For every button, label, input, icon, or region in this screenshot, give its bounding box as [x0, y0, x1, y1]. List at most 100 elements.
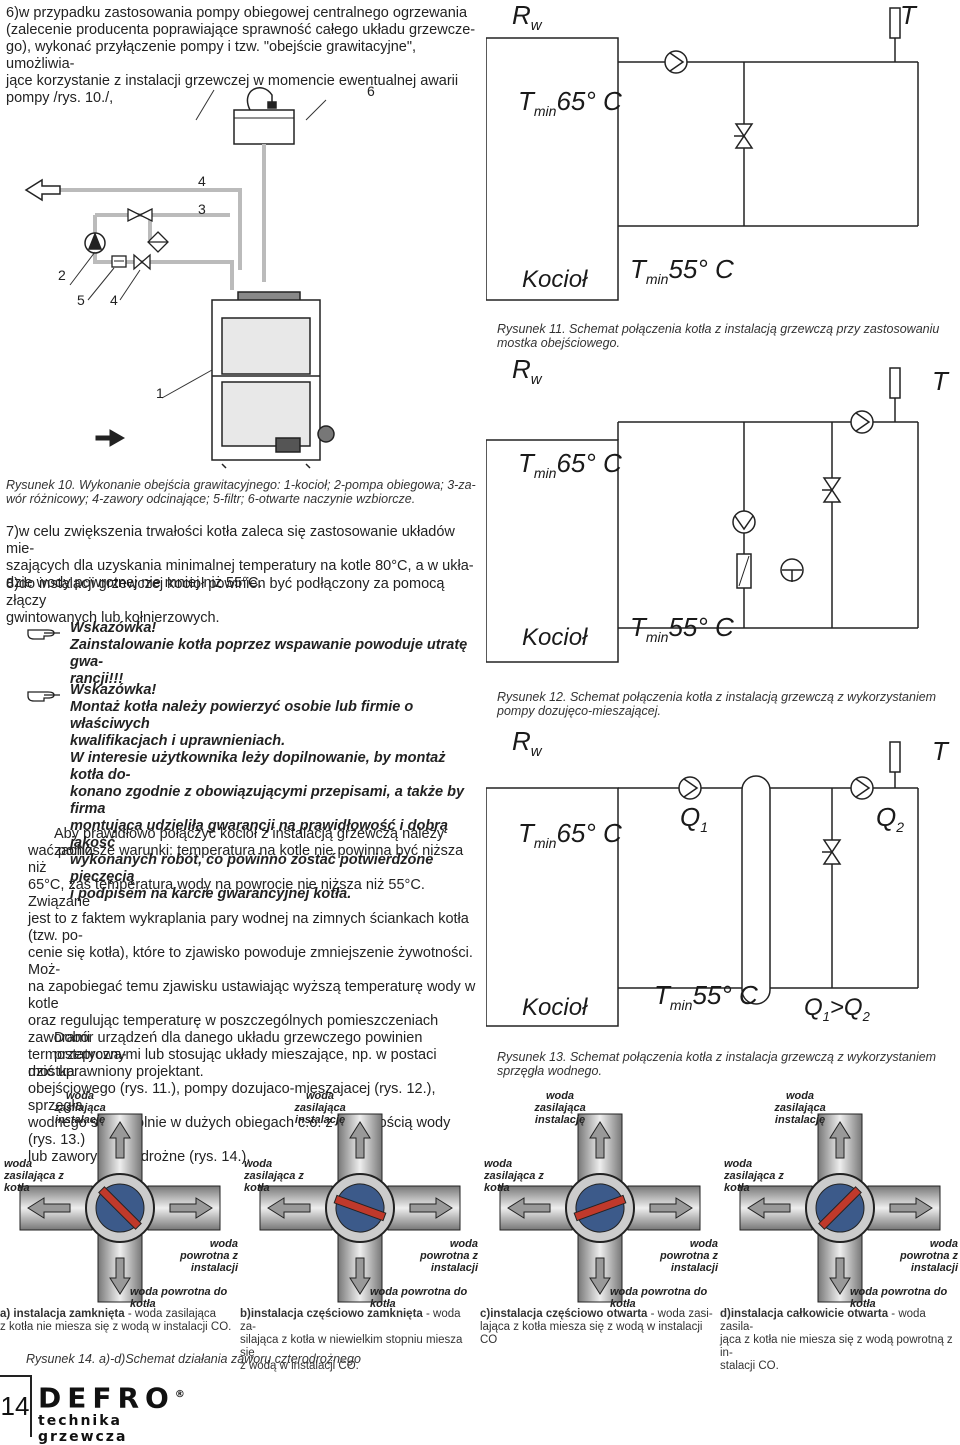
caption-line: Rysunek 10. Wykonanie obejścia grawitacy… [6, 478, 476, 492]
panel-caption-text: jąca z kotła nie miesza się z wodą powro… [720, 1334, 953, 1359]
paragraph-8: 8)do instalacji grzewczej kocioł powinie… [6, 576, 482, 627]
page-number-tab: 14 [0, 1375, 32, 1437]
fig11-kociol-label: Kocioł [522, 266, 588, 293]
text-line: dzić uprawniony projektant. [28, 1064, 204, 1080]
fig13-q1-label: Q1 [680, 802, 708, 835]
q-sub: 1 [700, 819, 709, 836]
label-4b: 4 [110, 292, 118, 308]
tmin-t: T [654, 980, 670, 1010]
tmin-t: T [630, 612, 646, 642]
page-number: 14 [0, 1391, 30, 1421]
fig13-flow-compare-label: Q1>Q2 [804, 994, 870, 1024]
valve-icon [822, 839, 842, 865]
thermometer-icon [889, 741, 901, 788]
panel-caption: c)instalacja częściowo otwarta - woda za… [480, 1308, 716, 1347]
caption-line: wór różnicowy; 4-zawory odcinające; 5-fi… [6, 492, 416, 506]
text-line: obejściowego (rys. 11.), pompy dozujaco-… [28, 1081, 436, 1114]
text-line: kwalifikacjach i uprawnieniach. [70, 733, 286, 749]
paragraph-designer: Dobór urządzeń dla danego układu grzewcz… [28, 1030, 482, 1081]
leader-line [195, 89, 215, 121]
panel-caption-title: a) instalacja zamknięta [0, 1308, 128, 1320]
fig11-tmin65-label: Tmin65° C [518, 86, 622, 119]
fig12-tmin55-label: Tmin55° C [630, 612, 734, 645]
tmin-sub: min [645, 629, 669, 646]
panel-caption-title: c)instalacja częściowo otwarta [480, 1308, 651, 1320]
text-line: konano zgodnie z obowiązującymi przepisa… [70, 784, 465, 817]
q-sub: 2 [862, 1008, 870, 1024]
valve-icon [822, 477, 842, 503]
text-line: 6)w przypadku zastosowania pompy obiegow… [6, 5, 468, 21]
figure-11-caption: Rysunek 11. Schemat połączenia kotła z i… [497, 322, 957, 350]
pump-icon [678, 776, 702, 800]
panel-caption: d)instalacja całkowicie otwarta - woda z… [720, 1308, 956, 1373]
caption-line: Rysunek 13. Schemat połączenia kotła z i… [497, 1050, 937, 1064]
fig12-kociol-label: Kocioł [522, 624, 588, 651]
caption-line: mostka obejściowego. [497, 336, 620, 350]
thermometer-icon [889, 367, 901, 422]
hint-1: Wskazówka! Zainstalowanie kotła poprzez … [70, 620, 482, 688]
fig13-t-label: T [932, 736, 948, 766]
tmin-sub: min [645, 271, 669, 288]
label-return-boiler: woda powrotna do kotła [370, 1286, 468, 1310]
hint-title: Wskazówka! [70, 620, 157, 636]
panel-caption-text: - woda zasila- [720, 1308, 926, 1333]
fig11-rw-label: Rw [512, 0, 542, 34]
label-supply-installation: woda zasilająca instalację [294, 1090, 346, 1126]
pump-icon [850, 776, 874, 800]
panel-caption-text: stalacji CO. [720, 1360, 779, 1372]
panel-caption-text: - woda za- [240, 1308, 461, 1333]
tmin-val: 65° C [556, 86, 622, 116]
text-line: (zalecenie producenta poprawiające spraw… [6, 22, 476, 38]
rw-r: R [512, 726, 531, 756]
tmin-val: 55° C [668, 612, 734, 642]
fig11-tmin55-label: Tmin55° C [630, 254, 734, 287]
valve-icon [133, 253, 151, 271]
text-line: Montaż kotła należy powierzyć osobie lub… [70, 699, 414, 732]
fig12-tmin65-label: Tmin65° C [518, 448, 622, 481]
fig12-t-label: T [932, 366, 948, 396]
panel-caption: a) instalacja zamknięta - woda zasilając… [0, 1308, 236, 1334]
valve-icon [734, 123, 754, 149]
text-line: wać poniższe warunki: temperatura na kot… [28, 843, 464, 876]
q-letter: Q [843, 994, 863, 1021]
tmin-t: T [518, 448, 534, 478]
registered-mark: ® [174, 1389, 185, 1400]
leader-line [69, 251, 141, 301]
fig12-rw-label: Rw [512, 354, 542, 388]
panel-caption-text: z kotła nie miesza się z wodą w instalac… [0, 1321, 232, 1333]
caption-line: pompy dozujęco-mieszającej. [497, 704, 661, 718]
text-line: jące korzystanie z instalacji grzewczej … [6, 73, 459, 89]
q-sub: 1 [822, 1008, 830, 1024]
tmin-t: T [630, 254, 646, 284]
label-supply-installation: woda zasilająca instalację [534, 1090, 586, 1126]
text-line: szających dla uzyskania minimalnej tempe… [6, 558, 474, 574]
text-line: W interesie użytkownika leży dopilnowani… [70, 750, 446, 783]
q-letter: Q [804, 994, 823, 1021]
rw-r: R [512, 354, 531, 384]
label-return-installation: woda powrotna z instalacji [179, 1238, 238, 1274]
tmin-sub: min [533, 835, 557, 852]
text-line: dzie wody powrotnej nie mniej niż 55°C. [6, 575, 263, 591]
figure-11-bypass-bridge [486, 7, 919, 301]
rw-sub: w [530, 17, 542, 35]
label-supply-boiler: woda zasilająca z kotła [244, 1158, 304, 1194]
tmin-sub: min [533, 465, 557, 482]
caption-line: Rysunek 11. Schemat połączenia kotła z i… [497, 322, 940, 336]
text-line: oraz regulując temperaturę w poszczególn… [28, 1013, 439, 1046]
text-line: jest to z faktem wykraplania pary wodnej… [28, 911, 469, 944]
label-supply-installation: woda zasilająca instalację [54, 1090, 106, 1126]
fig13-rw-label: Rw [512, 726, 542, 760]
label-6: 6 [367, 83, 375, 99]
inflow-arrow-icon [95, 429, 126, 447]
tmin-val: 65° C [556, 818, 622, 848]
label-return-boiler: woda powrotna do kotła [610, 1286, 708, 1310]
four-way-valve-icon [259, 1113, 461, 1303]
rw-sub: w [530, 371, 542, 389]
q-letter: Q [680, 802, 701, 832]
panel-caption-text: - woda zasi- [650, 1308, 713, 1320]
figure-10-gravity-bypass: 6 4 3 2 5 4 1 [24, 83, 375, 469]
logo-wordmark: DEFRO® [38, 1380, 218, 1413]
text-line: rancji!!! [70, 671, 124, 687]
